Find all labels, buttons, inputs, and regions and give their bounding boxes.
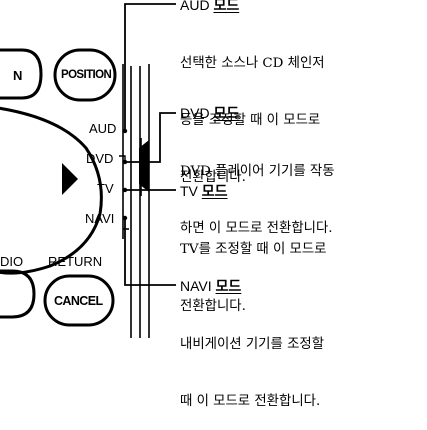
- mode-name: DVD: [180, 105, 210, 121]
- joystick-ring: [0, 106, 103, 275]
- play-arrow-icon: [62, 163, 78, 195]
- top-left-button-shape: [0, 48, 43, 100]
- mode-desc-dvd: DVD 플레이어 기기를 작동 하면 이 모드로 전환합니다.: [180, 124, 335, 257]
- mode-title-aud: AUD 모드: [180, 0, 239, 12]
- switch-label-aud: AUD: [89, 121, 117, 136]
- mode-title-tv: TV 모드: [180, 184, 228, 198]
- mode-title-navi: NAVI 모드: [180, 279, 241, 293]
- mode-suffix: 모드: [213, 0, 240, 13]
- mode-desc-tv: TV를 조정할 때 이 모드로 전환합니다.: [180, 202, 327, 335]
- mode-name: AUD: [180, 0, 210, 13]
- mode-suffix: 모드: [201, 183, 228, 199]
- bottom-left-button-shape: [0, 269, 36, 319]
- mode-title-dvd: DVD 모드: [180, 106, 239, 120]
- desc-line: 때 이 모드로 전환합니다.: [180, 394, 321, 409]
- mode-desc-navi: 내비게이션 기기를 조정할 때 이 모드로 전환합니다.: [180, 297, 324, 430]
- desc-line: 전환합니다.: [180, 299, 246, 314]
- desc-line: 하면 이 모드로 전환합니다.: [180, 221, 333, 236]
- mode-suffix: 모드: [215, 278, 242, 294]
- position-button-shape: [53, 48, 117, 102]
- mode-name: TV: [180, 183, 198, 199]
- desc-line: TV를 조정할 때 이 모드로: [180, 242, 327, 257]
- desc-line: 선택한 소스나 CD 체인저: [180, 56, 325, 71]
- mode-suffix: 모드: [213, 105, 240, 121]
- bottom-left-label: DIO: [0, 254, 24, 269]
- desc-line: 전환합니다.: [180, 170, 246, 185]
- leader-navi: [124, 218, 176, 286]
- switch-label-tv: TV: [97, 181, 114, 196]
- mode-name: NAVI: [180, 278, 212, 294]
- desc-line: 등을 조정할 때 이 모드로: [180, 113, 321, 128]
- return-label: RETURN: [48, 254, 103, 269]
- mode-desc-aud: 선택한 소스나 CD 체인저 등을 조정할 때 이 모드로 전환합니다.: [180, 16, 325, 206]
- top-left-button-label: N: [13, 68, 22, 83]
- desc-line: DVD 플레이어 기기를 작동: [180, 164, 335, 179]
- desc-line: 내비게이션 기기를 조정할: [180, 337, 325, 352]
- cancel-button-label: CANCEL: [54, 294, 103, 308]
- position-button-label: POSITION: [61, 69, 112, 81]
- switch-label-navi: NAVI: [85, 211, 115, 226]
- leader-aud: [124, 3, 176, 131]
- switch-label-dvd: DVD: [86, 151, 114, 166]
- remote-illustration: [0, 3, 176, 338]
- leader-dvd: [125, 112, 176, 163]
- cancel-button-shape: [43, 274, 115, 327]
